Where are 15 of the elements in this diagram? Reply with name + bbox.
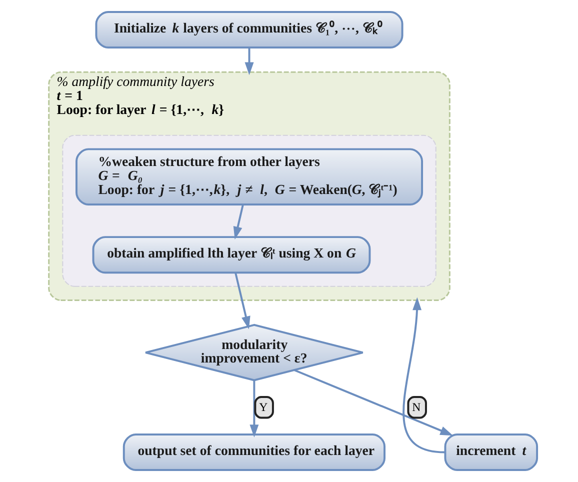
node-box: %weaken structure from other layers G = G₀ Loop: for j = {1,⋯,k}, j ≠ l, G = Weaken(G, 𝒞ⱼᵗ⁻¹) — [76, 148, 424, 206]
cluster — [62, 134, 436, 287]
edge-label: N — [412, 400, 421, 414]
arrow — [244, 48, 254, 76]
node-box: Initialize k layers of communities 𝒞₁⁰, ⋯, 𝒞ₖ⁰ — [95, 10, 404, 48]
arrow — [250, 380, 259, 438]
edge-label: Y — [259, 400, 268, 414]
node-diamond: modularity improvement < ε? — [144, 324, 364, 382]
arrow — [402, 297, 445, 454]
arrow — [294, 369, 454, 436]
node-box: obtain amplified lth layer 𝒞ₗᵗ using X on G — [92, 236, 371, 274]
arrow — [234, 272, 250, 330]
node-box: output set of communities for each layer — [122, 434, 386, 472]
arrow — [233, 204, 244, 240]
node-box: increment t — [444, 434, 538, 472]
